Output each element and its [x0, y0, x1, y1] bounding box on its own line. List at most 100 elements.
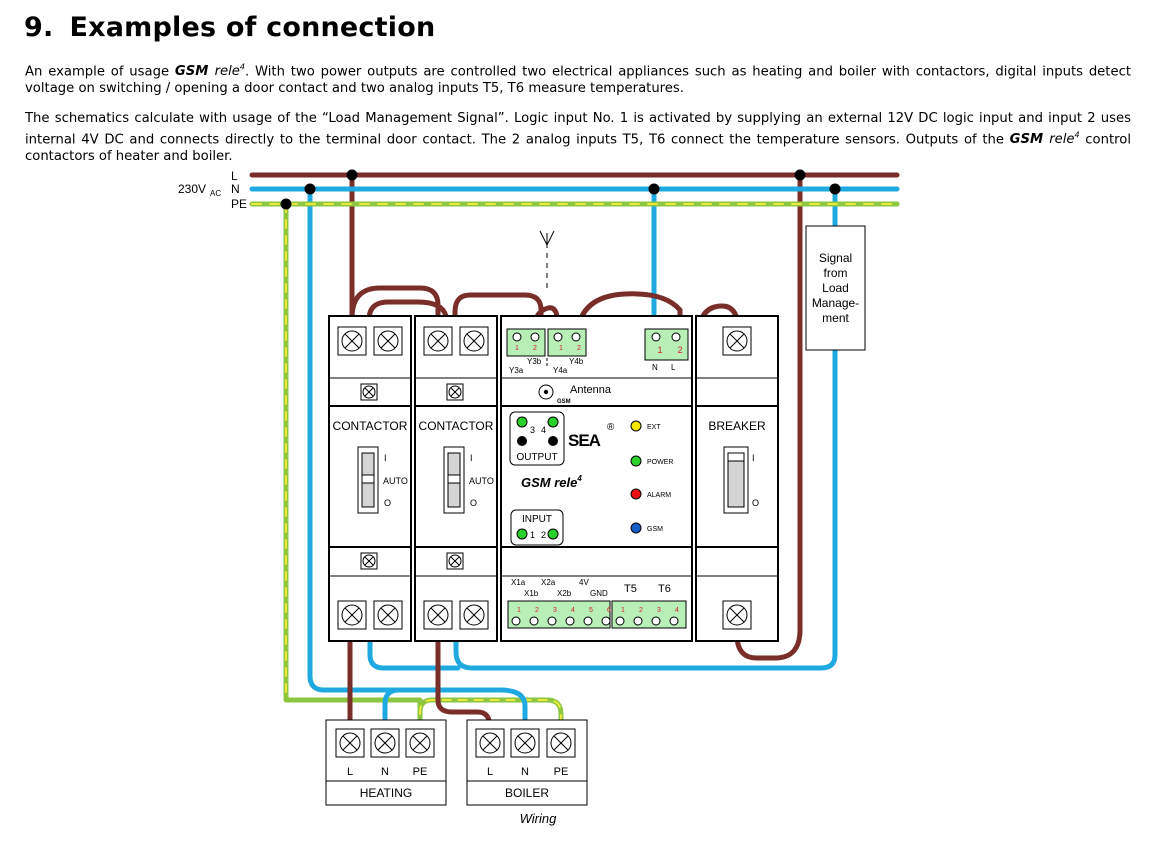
svg-text:I: I: [384, 453, 387, 463]
antenna-label: Antenna: [570, 384, 612, 396]
breaker-label: BREAKER: [708, 419, 766, 433]
pin-number: 1: [621, 607, 625, 614]
supply-busbars: [249, 172, 900, 207]
pin-number: 5: [589, 607, 593, 614]
svg-text:2: 2: [541, 530, 546, 540]
svg-text:O: O: [384, 498, 391, 508]
output-group: 3 4 OUTPUT: [509, 411, 565, 466]
terminal-pin[interactable]: [601, 616, 611, 626]
wiring-caption: Wiring: [520, 811, 557, 826]
screw-terminal[interactable]: [722, 600, 752, 630]
svg-text:GSM: GSM: [557, 399, 571, 405]
screw-terminal[interactable]: [423, 600, 453, 630]
pin-number: 4: [675, 607, 679, 614]
screw-terminal[interactable]: [373, 600, 403, 630]
supply-l-label: L: [231, 169, 238, 183]
screw-terminal[interactable]: [722, 326, 752, 356]
load-management-signal-box: Signal from Load Manage- ment: [805, 225, 866, 351]
svg-text:N: N: [521, 766, 529, 778]
svg-text:Load: Load: [822, 281, 849, 295]
terminal-pin[interactable]: [547, 616, 557, 626]
terminal-pin[interactable]: [651, 616, 661, 626]
svg-text:INPUT: INPUT: [522, 514, 552, 525]
boiler-appliance: L N PE BOILER: [466, 719, 588, 806]
screw-terminal[interactable]: [459, 600, 489, 630]
svg-text:X2a: X2a: [541, 578, 556, 587]
section-title: Examples of connection: [69, 12, 436, 43]
svg-text:X1a: X1a: [511, 578, 526, 587]
gsm-rele-module: 1 2 1 2 Y3b Y3a Y4b Y4a 1 2 N L Antenna …: [500, 315, 693, 642]
svg-text:T6: T6: [658, 583, 671, 595]
terminal-pin[interactable]: [529, 616, 539, 626]
svg-text:AUTO: AUTO: [469, 476, 494, 486]
svg-text:GND: GND: [590, 589, 608, 598]
terminal-pin[interactable]: [669, 616, 679, 626]
heating-terminal-l[interactable]: [335, 728, 365, 758]
coil-terminal[interactable]: [446, 383, 464, 401]
boiler-terminal-l[interactable]: [475, 728, 505, 758]
svg-text:X1b: X1b: [524, 589, 539, 598]
terminal-pin[interactable]: [633, 616, 643, 626]
paragraph-text: control contactors of heater and boiler.: [25, 132, 1131, 165]
schematic-paragraph: The schematics calculate with usage of t…: [25, 110, 1131, 165]
svg-text:1: 1: [657, 345, 662, 355]
screw-terminal[interactable]: [337, 326, 367, 356]
svg-text:EXT: EXT: [647, 424, 661, 431]
screw-terminal[interactable]: [337, 600, 367, 630]
terminal-pin[interactable]: [565, 616, 575, 626]
terminal-pin[interactable]: [583, 616, 593, 626]
product-name: GSM rele4: [174, 63, 245, 80]
pin-number: 3: [657, 607, 661, 614]
paragraph-text: The schematics calculate with usage of t…: [25, 111, 1131, 148]
antenna-symbol: [539, 230, 555, 292]
svg-text:Y4b: Y4b: [569, 357, 584, 366]
screw-terminal[interactable]: [373, 326, 403, 356]
heating-terminal-n[interactable]: [370, 728, 400, 758]
boiler-terminal-n[interactable]: [510, 728, 540, 758]
terminal-pin[interactable]: [511, 616, 521, 626]
contactor-label: CONTACTOR: [333, 419, 408, 433]
svg-text:Y3a: Y3a: [509, 366, 524, 375]
section-heading: 9. Examples of connection: [24, 12, 435, 43]
svg-text:1: 1: [530, 530, 535, 540]
coil-terminal[interactable]: [446, 552, 464, 570]
coil-terminal[interactable]: [360, 383, 378, 401]
output-terminal-y4[interactable]: 1 2: [547, 328, 587, 357]
pin-number: 6: [607, 607, 611, 614]
boiler-terminal-pe[interactable]: [546, 728, 576, 758]
svg-text:3: 3: [530, 425, 535, 435]
coil-terminal[interactable]: [360, 552, 378, 570]
section-number: 9.: [24, 12, 54, 43]
breaker: BREAKER I O: [695, 315, 779, 642]
heating-terminal-pe[interactable]: [405, 728, 435, 758]
product-name: GSM rele4: [1009, 131, 1080, 148]
contactor-2: CONTACTOR I AUTO O: [414, 315, 498, 642]
svg-text:ALARM: ALARM: [647, 492, 671, 499]
svg-text:N: N: [381, 766, 389, 778]
alarm-led: [630, 488, 642, 500]
svg-text:ment: ment: [822, 311, 849, 325]
paragraph-text: An example of usage: [25, 64, 175, 80]
svg-text:I: I: [470, 453, 473, 463]
svg-text:PE: PE: [413, 766, 428, 778]
svg-text:OUTPUT: OUTPUT: [516, 452, 557, 463]
power-terminal[interactable]: 1 2: [644, 328, 689, 361]
heating-appliance: L N PE HEATING: [325, 719, 447, 806]
svg-text:from: from: [824, 266, 848, 280]
pin-number: 1: [517, 607, 521, 614]
output-4-led: [547, 416, 559, 428]
output-3-button[interactable]: [517, 436, 527, 446]
neutral-wires: [307, 186, 838, 748]
output-terminal-y3[interactable]: 1 2: [506, 328, 546, 357]
screw-terminal[interactable]: [423, 326, 453, 356]
screw-terminal[interactable]: [459, 326, 489, 356]
terminal-pin[interactable]: [615, 616, 625, 626]
output-4-button[interactable]: [548, 436, 558, 446]
svg-text:Y3b: Y3b: [527, 357, 542, 366]
svg-text:L: L: [487, 766, 493, 778]
svg-text:1: 1: [515, 345, 519, 352]
junction-dots: [280, 169, 841, 210]
gsm-product-name: GSM rele4: [521, 474, 582, 490]
